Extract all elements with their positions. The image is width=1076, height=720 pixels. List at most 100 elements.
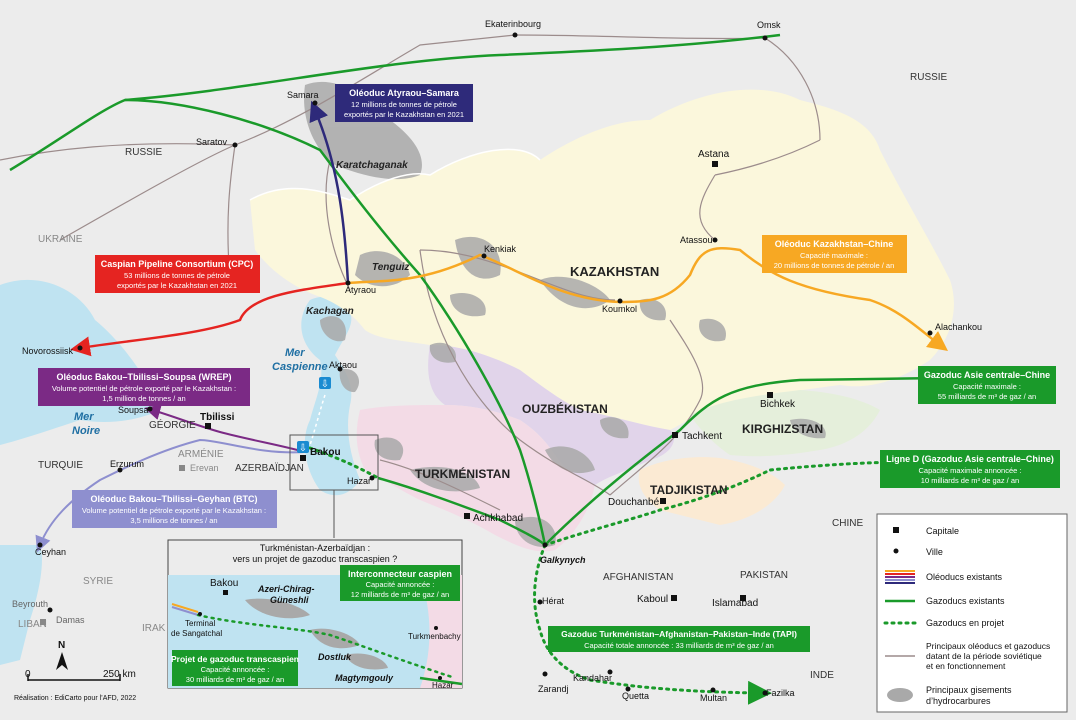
field-shape <box>320 316 346 342</box>
oil-pipeline-wrep <box>144 404 306 453</box>
callout-title: Ligne D (Gazoduc Asie centrale–Chine) <box>886 454 1054 464</box>
callout-line: 55 milliards de m³ de gaz / an <box>938 392 1036 401</box>
capital-square <box>205 423 211 429</box>
label-inde: INDE <box>810 670 834 681</box>
callout-title: Gazoduc Asie centrale–Chine <box>924 370 1050 380</box>
label-mer-noire-2: Noire <box>72 425 100 437</box>
label-damas: Damas <box>56 615 85 625</box>
callout-tapi: Gazoduc Turkménistan–Afghanistan–Pakista… <box>548 626 810 652</box>
city-dot <box>232 142 238 148</box>
label-ouzbekistan: OUZBÉKISTAN <box>522 401 608 416</box>
field-shape <box>304 81 422 180</box>
label-kenkiak: Kenkiak <box>484 244 517 254</box>
scale-dist: 250 km <box>103 669 136 680</box>
city-dot <box>37 542 43 548</box>
label-erzurum: Erzurum <box>110 459 144 469</box>
label-ceyhan: Ceyhan <box>35 547 66 557</box>
legend-gisements-1: Principaux gisements <box>926 685 1012 695</box>
label-azerbaidjan: AZERBAÏDJAN <box>235 462 304 474</box>
label-quetta: Quetta <box>622 691 649 701</box>
soviet-pipelines <box>0 34 821 511</box>
label-bakou: Bakou <box>310 447 341 458</box>
city-dot <box>77 345 83 351</box>
inset-oil-lines <box>171 603 199 613</box>
inset-label-terminal-2: de Sangatchal <box>171 629 222 638</box>
inset-label-hazar: Hazar <box>432 681 454 690</box>
label-bichkek: Bichkek <box>760 399 796 410</box>
callout-line: Volume potentiel de pétrole exporté par … <box>82 506 266 515</box>
legend-oleoducs: Oléoducs existants <box>926 572 1003 582</box>
inset-label-azeri-1: Azeri-Chirag- <box>257 584 315 594</box>
inset-field <box>345 653 388 670</box>
inset-field <box>245 598 310 619</box>
callout-title: Caspian Pipeline Consortium (CPC) <box>101 259 254 269</box>
callout-line: exportés par le Kazakhstan en 2021 <box>344 110 464 119</box>
city-dot <box>512 32 518 38</box>
label-irak: IRAK <box>142 623 166 634</box>
city-dot <box>438 676 442 680</box>
city-dot <box>927 330 933 336</box>
legend: Capitale Ville Oléoducs existants Gazodu… <box>876 513 1068 713</box>
legend-sovietique-3: et en fonctionnement <box>926 661 1006 671</box>
callout-line: 12 milliards de m³ de gaz / an <box>351 590 449 599</box>
capital-square <box>300 455 306 461</box>
label-beyrouth: Beyrouth <box>12 599 48 609</box>
field-shape <box>355 251 410 287</box>
label-zarandj: Zarandj <box>538 684 569 694</box>
label-kachagan: Kachagan <box>306 306 354 317</box>
soviet-pipeline <box>764 37 821 141</box>
oil-pipeline-btc <box>35 438 306 553</box>
label-erevan: Erevan <box>190 463 219 473</box>
callout-line: 1,5 million de tonnes / an <box>102 394 185 403</box>
legend-capitale: Capitale <box>926 526 959 536</box>
tanker-icon: ⇩ <box>319 377 331 390</box>
callout-line: 10 milliards de m³ de gaz / an <box>921 476 1019 485</box>
callout-transcaspien: Projet de gazoduc transcaspien Capacité … <box>171 650 299 686</box>
label-russie-ne: RUSSIE <box>910 72 948 83</box>
callout-line: Volume potentiel de pétrole exporté par … <box>52 384 236 393</box>
label-liban: LIBAN <box>18 619 47 630</box>
city-dot <box>762 35 768 41</box>
callout-wrep: Oléoduc Bakou–Tbilissi–Soupsa (WREP) Vol… <box>38 368 250 406</box>
oil-pipeline-cpc <box>70 281 349 357</box>
border <box>249 148 541 201</box>
label-kaboul: Kaboul <box>637 594 668 605</box>
label-hazar: Hazar <box>347 476 371 486</box>
label-mer-caspienne-1: Mer <box>285 347 305 359</box>
capital-square <box>464 513 470 519</box>
city-dot <box>312 100 318 106</box>
fields-layer <box>304 81 826 548</box>
north-arrow-icon <box>56 652 68 670</box>
city-dot <box>434 626 438 630</box>
field-shape <box>545 446 595 474</box>
gas-pipelines-existing <box>9 33 950 546</box>
city-dot <box>337 366 343 372</box>
mediterranean-sea <box>0 545 42 665</box>
inset-map: Turkménistan-Azerbaïdjan : vers un proje… <box>167 539 463 690</box>
callout-title: Gazoduc Turkménistan–Afghanistan–Pakista… <box>561 629 797 639</box>
label-chine: CHINE <box>832 518 863 529</box>
label-turquie: TURQUIE <box>38 460 83 471</box>
callout-line: 3,5 millions de tonnes / an <box>130 516 217 525</box>
gas-pipeline-turkmen-caspian <box>377 476 546 546</box>
callout-line: Capacité annoncée : <box>201 665 270 674</box>
inset-land-right <box>420 575 462 688</box>
oil-pipeline-atyraou-samara <box>309 100 350 284</box>
callout-btc: Oléoduc Bakou–Tbilissi–Geyhan (BTC) Volu… <box>72 490 277 528</box>
transcaspian-pipeline <box>308 446 380 480</box>
scale-bar: N 0 250 km Réalisation : EdiCarto pour l… <box>14 640 136 702</box>
oil-pipeline-kaz-china <box>347 247 948 352</box>
callout-line: exportés par le Kazakhstan en 2021 <box>117 281 237 290</box>
capital-square <box>179 465 185 471</box>
capital-markers <box>40 161 773 625</box>
city-dot <box>625 686 631 692</box>
legend-ville: Ville <box>926 547 943 557</box>
callout-ligne-d: Ligne D (Gazoduc Asie centrale–Chine) Ca… <box>880 450 1060 488</box>
callout-interconnecteur: Interconnecteur caspien Capacité annoncé… <box>340 565 460 601</box>
field-shape <box>699 318 726 342</box>
city-dot <box>542 671 548 677</box>
callout-title: Oléoduc Bakou–Tbilissi–Geyhan (BTC) <box>90 494 257 504</box>
capital-square <box>40 619 46 625</box>
city-dot <box>481 253 487 259</box>
